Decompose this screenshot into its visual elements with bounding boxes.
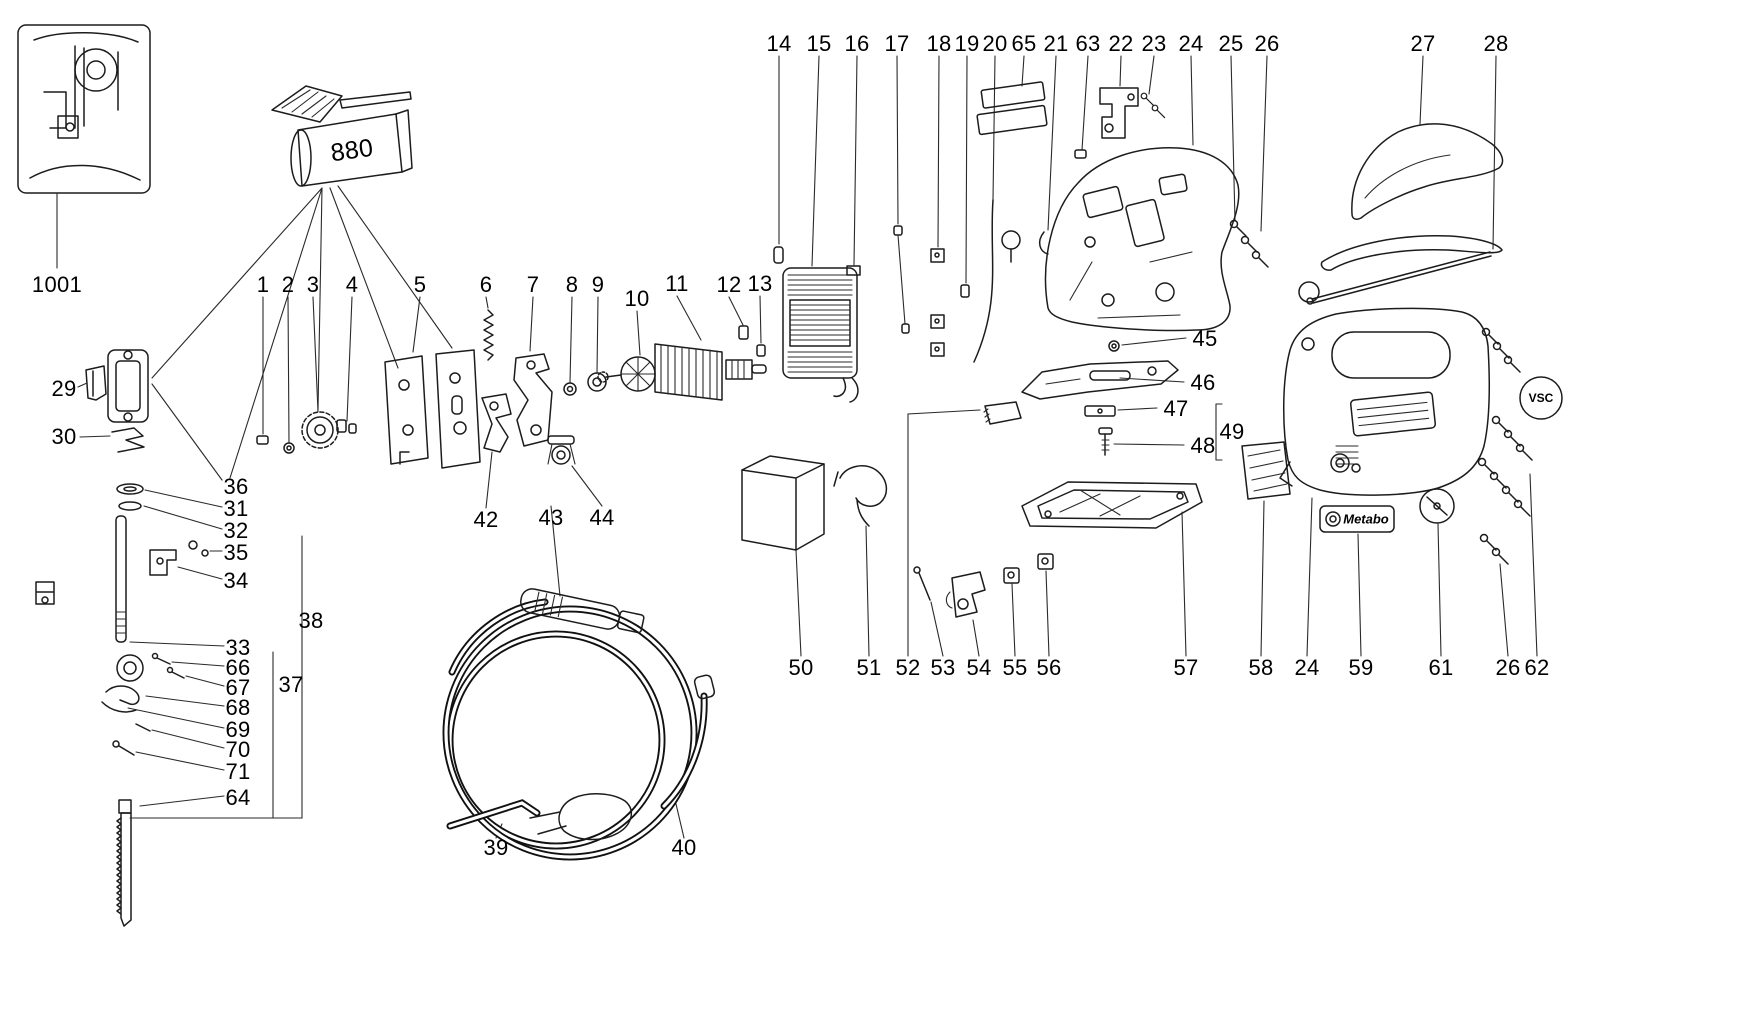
callout-71: 71 xyxy=(225,759,251,784)
callout-67: 67 xyxy=(225,675,251,700)
callout-26-bottom: 26 xyxy=(1495,655,1521,680)
callout-48: 48 xyxy=(1190,433,1216,458)
tube-label-880: 880 xyxy=(328,133,375,168)
callout-69: 69 xyxy=(225,717,251,742)
callout-58: 58 xyxy=(1248,655,1274,680)
stator-and-brush-parts xyxy=(773,55,1021,403)
callout-23: 23 xyxy=(1141,31,1167,56)
callout-62: 62 xyxy=(1524,655,1550,680)
brand-logo-text: Metabo xyxy=(1343,511,1389,527)
callout-1: 1 xyxy=(256,272,270,297)
callout-16: 16 xyxy=(844,31,870,56)
callout-10: 10 xyxy=(624,286,650,311)
callout-29: 29 xyxy=(51,376,77,401)
callout-27: 27 xyxy=(1410,31,1436,56)
callout-32: 32 xyxy=(223,518,249,543)
callout-57: 57 xyxy=(1173,655,1199,680)
callout-12: 12 xyxy=(716,272,742,297)
callout-61: 61 xyxy=(1428,655,1454,680)
callout-20: 20 xyxy=(982,31,1008,56)
callout-28: 28 xyxy=(1483,31,1509,56)
callout-15: 15 xyxy=(806,31,832,56)
callout-53: 53 xyxy=(930,655,956,680)
callout-36: 36 xyxy=(223,474,249,499)
callout-37: 37 xyxy=(278,672,304,697)
callout-52: 52 xyxy=(895,655,921,680)
lubricant-tube-drawing xyxy=(151,85,453,479)
callout-7: 7 xyxy=(526,272,540,297)
callout-56: 56 xyxy=(1036,655,1062,680)
callout-33: 33 xyxy=(225,635,251,660)
callout-39: 39 xyxy=(483,835,509,860)
callout-30: 30 xyxy=(51,424,77,449)
callout-63: 63 xyxy=(1075,31,1101,56)
power-cable-assembly xyxy=(442,393,716,861)
callout-3: 3 xyxy=(306,272,320,297)
baseplate-and-lever-parts xyxy=(983,337,1291,529)
callout-14: 14 xyxy=(766,31,792,56)
gear-and-armature-parts xyxy=(256,295,767,469)
callout-49: 49 xyxy=(1219,419,1245,444)
callout-65: 65 xyxy=(1011,31,1037,56)
electronics-badge-text: VSC xyxy=(1528,391,1554,405)
callout-1001: 1001 xyxy=(31,272,83,297)
callout-24-top: 24 xyxy=(1178,31,1204,56)
callout-68: 68 xyxy=(225,695,251,720)
callout-34: 34 xyxy=(223,568,249,593)
handle-cover-and-rod xyxy=(1298,55,1504,305)
callout-4: 4 xyxy=(345,272,359,297)
callout-6: 6 xyxy=(479,272,493,297)
callout-42: 42 xyxy=(473,507,499,532)
inset-detail-box xyxy=(17,24,151,269)
callout-43: 43 xyxy=(538,505,564,530)
motor-housing-body xyxy=(1279,307,1563,565)
callout-38: 38 xyxy=(298,608,324,633)
callout-55: 55 xyxy=(1002,655,1028,680)
callout-66: 66 xyxy=(225,655,251,680)
callout-25: 25 xyxy=(1218,31,1244,56)
callout-46: 46 xyxy=(1190,370,1216,395)
callout-59: 59 xyxy=(1348,655,1374,680)
cover-and-small-parts xyxy=(741,409,1538,657)
callout-21: 21 xyxy=(1043,31,1069,56)
callout-5: 5 xyxy=(413,272,427,297)
callout-24-bottom: 24 xyxy=(1294,655,1320,680)
callout-17: 17 xyxy=(884,31,910,56)
callout-9: 9 xyxy=(591,272,605,297)
callout-13: 13 xyxy=(747,271,773,296)
callout-19: 19 xyxy=(954,31,980,56)
blade-guard-and-rod-parts xyxy=(35,349,303,927)
callout-54: 54 xyxy=(966,655,992,680)
callout-40: 40 xyxy=(671,835,697,860)
callout-31: 31 xyxy=(223,496,249,521)
callout-2: 2 xyxy=(281,272,295,297)
callout-70: 70 xyxy=(225,737,251,762)
housing-top-shell xyxy=(976,55,1269,332)
callout-8: 8 xyxy=(565,272,579,297)
callout-18: 18 xyxy=(926,31,952,56)
callout-35: 35 xyxy=(223,540,249,565)
callout-11: 11 xyxy=(665,271,689,296)
callout-47: 47 xyxy=(1163,396,1189,421)
callout-44: 44 xyxy=(589,505,615,530)
callout-50: 50 xyxy=(788,655,814,680)
callout-22: 22 xyxy=(1108,31,1134,56)
callout-26-top: 26 xyxy=(1254,31,1280,56)
callout-51: 51 xyxy=(856,655,882,680)
callout-45: 45 xyxy=(1192,326,1218,351)
callout-64: 64 xyxy=(225,785,251,810)
